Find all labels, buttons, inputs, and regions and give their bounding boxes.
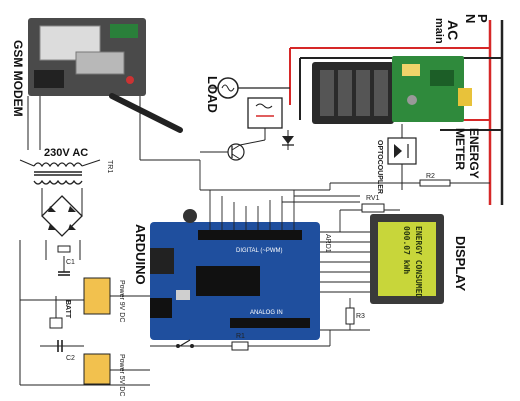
battery — [49, 317, 63, 329]
resistor-r1 — [231, 341, 249, 351]
microcontroller-chip — [196, 266, 260, 296]
optocoupler — [387, 124, 417, 190]
power-supply-left — [19, 240, 150, 386]
c2-label: C2 — [66, 355, 75, 362]
load-label: LOAD — [205, 76, 220, 113]
optocoupler-label: OPTOCOUPLER — [376, 140, 383, 194]
regulator-2 — [83, 353, 111, 385]
resistor-r2 — [419, 179, 451, 187]
r1-label: R1 — [236, 333, 245, 340]
relay-icon — [247, 97, 283, 140]
ard1-label: ARD1 — [324, 234, 331, 253]
power-jack — [150, 298, 172, 318]
energy-meter-label: ENERGY — [467, 128, 481, 179]
digital-pwm-label: DIGITAL (~PWM) — [236, 248, 283, 254]
lcd-line-2: 000.07 kWh — [402, 226, 411, 274]
lcd-screen — [378, 222, 436, 296]
lcd-line-1: ENERGY CONSUMED — [414, 226, 423, 298]
regulator-1 — [83, 277, 111, 315]
potentiometer-rv1 — [361, 203, 385, 213]
lcd-display — [370, 214, 444, 304]
arduino-board — [150, 209, 320, 340]
r3-label: R3 — [356, 313, 365, 320]
battery-label: BATT — [64, 300, 71, 319]
digital-header — [198, 230, 302, 240]
transformer — [19, 159, 101, 185]
ac-main-label: AC — [445, 20, 461, 40]
r2-label: R2 — [426, 173, 435, 180]
bridge-rectifier-icon — [41, 188, 83, 237]
energy-meter-sub-label: METER — [453, 128, 467, 170]
ac-main-sub-label: main — [433, 18, 445, 44]
analog-in-label: ANALOG IN — [250, 310, 283, 316]
usb-port — [150, 248, 174, 274]
power-5v-label: Power 5V DC — [118, 354, 125, 396]
transformer-label: TR1 — [106, 160, 113, 173]
c1-label: C1 — [66, 259, 75, 266]
gsm-modem — [28, 18, 146, 96]
arduino-label: ARDUINO — [133, 224, 148, 285]
ac-230-label: 230V AC — [44, 147, 88, 159]
analog-header — [230, 318, 310, 328]
neutral-label: N — [463, 14, 478, 23]
push-button — [179, 339, 191, 347]
load — [210, 77, 290, 99]
display-label: DISPLAY — [453, 236, 468, 291]
rv1-label: RV1 — [366, 195, 380, 202]
transistor — [200, 139, 266, 161]
power-9v-label: Power 9V DC — [118, 280, 125, 322]
diode — [282, 130, 294, 150]
energy-meter — [312, 56, 472, 124]
digital-pin-wires — [199, 160, 360, 230]
antenna-icon — [109, 93, 183, 133]
phase-label: P — [475, 14, 490, 23]
resistor-r3 — [345, 307, 355, 325]
bottom-wiring — [150, 298, 370, 351]
gsm-modem-label: GSM MODEM — [11, 40, 25, 117]
